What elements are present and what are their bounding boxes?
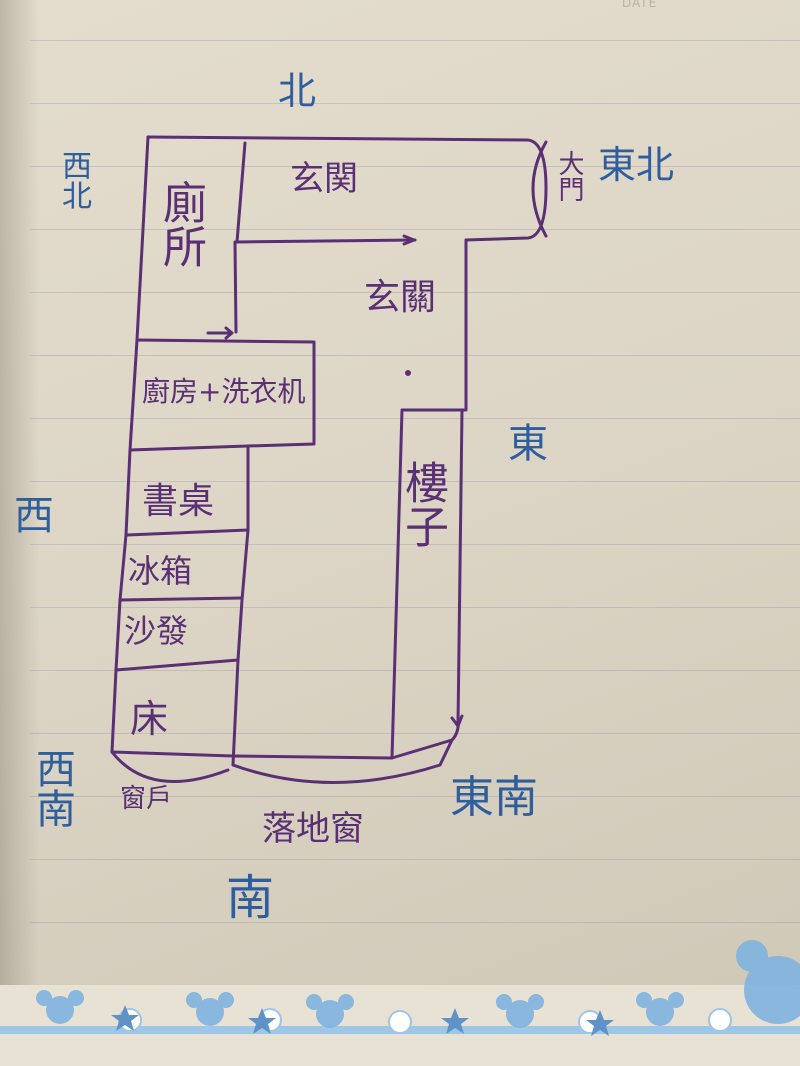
- window-floor-arc: [231, 738, 454, 784]
- stairs-box: [390, 408, 464, 760]
- ruled-line: [30, 607, 800, 608]
- divider-fridge-sofa: [118, 596, 244, 602]
- ruled-line: [30, 103, 800, 104]
- room-label-entrance-top: 玄関: [290, 159, 358, 199]
- direction-label-south: 南: [226, 870, 275, 926]
- direction-label-east: 東: [508, 421, 548, 467]
- outer-wall-south: [110, 738, 454, 760]
- direction-label-north: 北: [278, 69, 317, 113]
- room-label-stairs: 樓子: [397, 460, 448, 548]
- window-small-arc: [110, 750, 230, 783]
- room-label-toilet: 廁所: [155, 180, 206, 268]
- toilet-wall: [235, 141, 247, 244]
- direction-label-northwest: 西北: [56, 150, 91, 210]
- corner-southeast: [450, 714, 460, 742]
- ruled-line: [30, 733, 800, 734]
- room-label-kitchen-laundry: 廚房+洗衣机: [142, 375, 306, 408]
- arrow-tick: [402, 234, 416, 246]
- direction-label-northeast: 東北: [598, 143, 675, 187]
- dot-mark: [405, 370, 411, 376]
- room-label-bed: 床: [130, 697, 169, 741]
- ruled-line: [30, 166, 800, 167]
- ruled-line: [30, 40, 800, 41]
- direction-label-southwest: 西南: [29, 748, 75, 828]
- ruled-line: [30, 355, 800, 356]
- ruled-line: [30, 796, 800, 797]
- room-label-floor-window: 落地窗: [262, 809, 364, 849]
- room-label-entrance-mid: 玄關: [364, 277, 437, 318]
- divider-desk-fridge: [124, 528, 250, 537]
- outer-wall-west: [110, 135, 150, 754]
- room-label-sofa: 沙發: [124, 612, 189, 650]
- room-label-main-door: 大門: [554, 150, 584, 202]
- ruled-line: [30, 481, 800, 482]
- ruled-line: [30, 229, 800, 230]
- ruled-line: [30, 292, 800, 293]
- kitchen-box: [128, 338, 316, 452]
- furniture-column-wall: [231, 444, 250, 767]
- ruled-line: [30, 670, 800, 671]
- outer-wall-east-upper: [460, 238, 468, 412]
- page-spine-shadow: [0, 0, 40, 1066]
- arrow-tick: [450, 714, 464, 728]
- arrow-tick: [206, 326, 234, 340]
- divider-sofa-bed: [114, 658, 240, 672]
- room-label-small-window: 窗戶: [120, 784, 173, 814]
- ruled-line: [30, 922, 800, 923]
- outer-wall-east-lower: [456, 408, 464, 727]
- ruled-line: [30, 859, 800, 860]
- ruled-line: [30, 544, 800, 545]
- bottom-border-decoration: [0, 940, 800, 1066]
- outer-wall-north: [146, 135, 548, 242]
- room-label-desk: 書桌: [142, 481, 215, 522]
- main-door-arc: [531, 140, 548, 238]
- direction-label-southeast: 東南: [450, 772, 538, 823]
- direction-label-west: 西: [14, 493, 54, 539]
- date-header-tag: DATE: [622, 0, 658, 10]
- ruled-line: [30, 418, 800, 419]
- inner-wall-entrance: [233, 238, 417, 334]
- room-label-fridge: 冰箱: [128, 552, 193, 590]
